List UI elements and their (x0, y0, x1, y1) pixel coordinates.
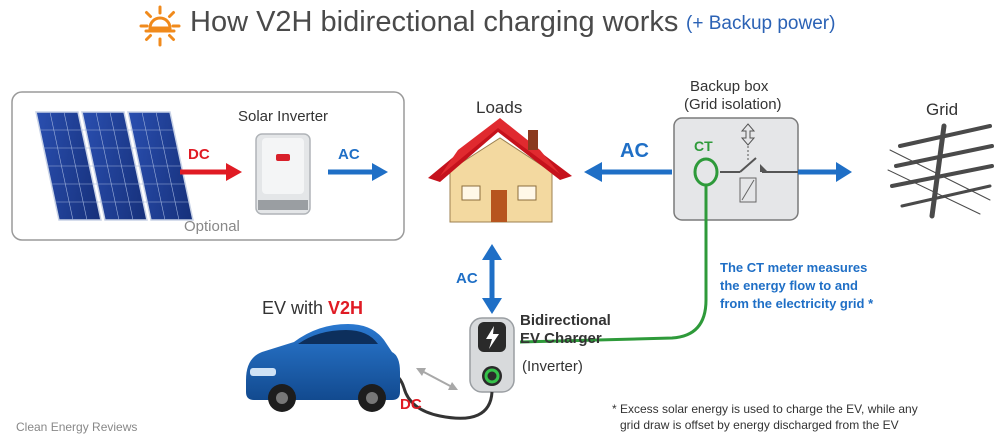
dc-arrow-solar (180, 163, 242, 181)
sun-icon (139, 5, 181, 47)
ct-wire (519, 185, 708, 344)
dc-label-bottom: DC (400, 396, 422, 413)
ct-note-line-1: The CT meter measures (720, 260, 868, 275)
solar-panel-icon (35, 111, 194, 221)
ct-note-line-3: from the electricity grid * (720, 296, 874, 311)
ac-arrow-to-grid (798, 162, 852, 182)
footnote-line-1: * Excess solar energy is used to charge … (612, 402, 918, 416)
house-icon (428, 118, 572, 223)
solar-inverter-label: Solar Inverter (238, 108, 329, 125)
ev-label-prefix: EV with (262, 298, 329, 318)
charger-label-3: (Inverter) (522, 358, 583, 375)
page-title: How V2H bidirectional charging works (190, 6, 679, 38)
solar-inverter-icon (255, 133, 311, 215)
grid-label: Grid (926, 100, 959, 119)
ev-charger-icon (469, 317, 515, 393)
dc-bidirectional-arrow (416, 368, 458, 390)
ev-car-icon (246, 324, 400, 412)
page-subtitle: (+ Backup power) (686, 13, 836, 34)
loads-label: Loads (476, 98, 523, 117)
backup-box-sublabel: (Grid isolation) (684, 96, 782, 113)
ev-label-v2h: V2H (328, 298, 364, 318)
ac-label-top: AC (338, 146, 360, 163)
optional-label: Optional (184, 218, 240, 235)
ac-arrow-vertical (482, 244, 502, 314)
ct-label: CT (694, 138, 713, 154)
ct-note-line-2: the energy flow to and (720, 278, 858, 293)
ac-arrow-solar (328, 163, 388, 181)
dc-label-top: DC (188, 146, 210, 163)
backup-box (673, 117, 799, 221)
charger-label-1: Bidirectional (520, 312, 611, 329)
ac-arrow-to-loads (584, 162, 672, 182)
ev-label: EV with V2H (262, 298, 363, 319)
ac-vertical-label: AC (456, 270, 478, 287)
grid-pylon-icon (887, 123, 994, 219)
footnote-line-2: grid draw is offset by energy discharged… (620, 418, 899, 432)
charger-label-2: EV Charger (520, 330, 602, 347)
ac-main-label: AC (620, 140, 649, 162)
credit-label: Clean Energy Reviews (16, 420, 138, 434)
backup-box-label: Backup box (690, 78, 769, 95)
